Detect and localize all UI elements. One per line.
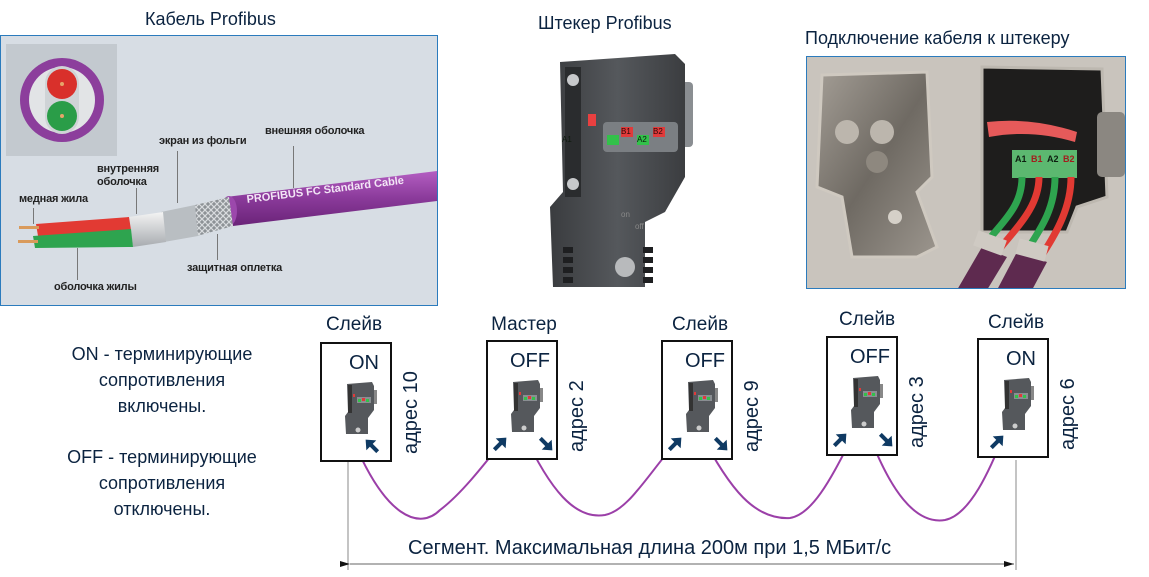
label-inner-sheath-2: оболочка bbox=[97, 176, 147, 188]
cable-in-arrow-icon bbox=[832, 433, 847, 448]
cross-section-icon bbox=[20, 58, 104, 142]
connector-icon bbox=[851, 376, 883, 428]
cable-in-arrow-icon bbox=[989, 435, 1004, 450]
leader-foil bbox=[177, 151, 178, 203]
leader-braid bbox=[217, 234, 218, 260]
node-box: ON bbox=[320, 342, 392, 462]
cable-in-arrow-icon bbox=[492, 437, 507, 452]
legend-on-line2: сопротивления bbox=[98, 370, 226, 390]
terminal-b2: B2 bbox=[1063, 154, 1075, 164]
legend-off-line2: сопротивления bbox=[98, 473, 226, 493]
legend-off-line1: OFF - терминирующие bbox=[67, 447, 257, 467]
legend-on: ON - терминирующие сопротивления включен… bbox=[32, 341, 292, 419]
wiring-photo bbox=[815, 65, 1125, 288]
terminal-b1: B1 bbox=[1031, 154, 1043, 164]
wiring-photo-panel: A1 B1 A2 B2 bbox=[806, 56, 1126, 289]
label-inner-sheath-1: внутренняя bbox=[97, 163, 160, 175]
cable-in-arrow-icon bbox=[365, 439, 380, 454]
wiring-title: Подключение кабеля к штекеру bbox=[805, 28, 1070, 48]
cable-drawing bbox=[18, 171, 437, 248]
label-outer-sheath: внешняя оболочка bbox=[265, 125, 365, 137]
led-a2: A2 bbox=[637, 135, 647, 144]
leader-core bbox=[77, 248, 78, 280]
cable-out-arrow-icon bbox=[878, 432, 893, 447]
segment-label: Сегмент. Максимальная длина 200м при 1,5… bbox=[408, 537, 892, 559]
bus-cable-4 bbox=[867, 431, 1006, 522]
label-copper-core: медная жила bbox=[19, 193, 88, 205]
label-braid: защитная оплетка bbox=[187, 262, 283, 274]
node-box: ON bbox=[977, 338, 1049, 458]
cable-cross-section bbox=[6, 44, 117, 156]
node-box: OFF bbox=[661, 340, 733, 460]
connector-icon bbox=[345, 382, 377, 434]
node-role: Слейв bbox=[325, 314, 383, 335]
node-address: адрес 9 bbox=[741, 380, 763, 452]
node-role: Слейв bbox=[987, 312, 1045, 333]
node-role: Слейв bbox=[838, 309, 896, 330]
termination-switch-state: ON bbox=[1006, 348, 1036, 370]
led-b2: B2 bbox=[653, 127, 663, 136]
bus-cable-1 bbox=[349, 431, 511, 520]
termination-switch-state: OFF bbox=[510, 350, 550, 372]
cable-out-arrow-icon bbox=[713, 436, 728, 451]
termination-switch-state: OFF bbox=[685, 350, 725, 372]
leader-outer bbox=[293, 146, 294, 188]
switch-off-label: off bbox=[635, 222, 644, 231]
node-address: адрес 6 bbox=[1057, 378, 1079, 450]
connector-title: Штекер Profibus bbox=[538, 13, 672, 33]
switch-on-label: on bbox=[621, 210, 630, 219]
node-box: OFF bbox=[826, 336, 898, 456]
terminal-a1: A1 bbox=[1015, 154, 1027, 164]
legend-on-line1: ON - терминирующие bbox=[71, 344, 253, 364]
led-a1: A1 bbox=[562, 135, 572, 144]
node-address: адрес 3 bbox=[906, 376, 928, 448]
bus-cable-2 bbox=[522, 431, 686, 517]
legend-on-line3: включены. bbox=[117, 396, 207, 416]
cable-title: Кабель Profibus bbox=[145, 9, 276, 29]
cable-in-arrow-icon bbox=[667, 437, 682, 452]
bus-cable-3 bbox=[699, 431, 856, 520]
terminal-a2: A2 bbox=[1047, 154, 1059, 164]
node-role: Слейв bbox=[671, 314, 729, 335]
legend-off: OFF - терминирующие сопротивления отключ… bbox=[32, 444, 292, 522]
connector-icon bbox=[550, 54, 693, 287]
node-address: адрес 2 bbox=[566, 380, 588, 452]
connector-icon bbox=[686, 380, 718, 432]
connector-icon bbox=[1002, 378, 1034, 430]
cable-out-arrow-icon bbox=[538, 436, 553, 451]
termination-switch-state: ON bbox=[349, 352, 379, 374]
node-box: OFF bbox=[486, 340, 558, 460]
label-core-insulation: оболочка жилы bbox=[54, 281, 137, 293]
connector-icon bbox=[511, 380, 543, 432]
connector-photo: A1 B1 A2 B2 on off bbox=[545, 42, 695, 300]
legend-off-line3: отключены. bbox=[113, 499, 211, 519]
led-b1: B1 bbox=[621, 127, 631, 136]
label-foil-screen: экран из фольги bbox=[159, 135, 247, 147]
node-role: Мастер bbox=[491, 314, 557, 335]
leader-copper bbox=[33, 208, 34, 224]
leader-inner bbox=[136, 188, 137, 214]
node-address: адрес 10 bbox=[400, 371, 422, 454]
termination-switch-state: OFF bbox=[850, 346, 890, 368]
cable-panel: медная жила внутренняя оболочка экран из… bbox=[0, 35, 438, 306]
